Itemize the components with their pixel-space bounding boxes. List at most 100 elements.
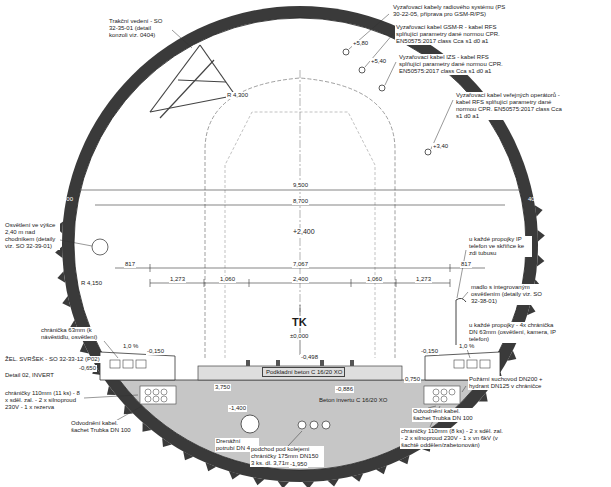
annotation: 817 [124,261,136,268]
annotation: +5,80 [352,40,369,47]
annotation: 7,067 [292,261,309,268]
annotation: chráničky 110mm (8 ks) - 2 x sděl. zal. … [400,428,507,449]
annotation: 8,700 [292,198,309,205]
drawing-part [431,100,453,149]
drawing-part [288,431,302,446]
drawing-part [424,386,460,404]
anchor-spike [538,230,545,242]
drawing-part [310,421,318,429]
annotation: -0,150 [420,348,439,355]
drawing-part [450,264,451,272]
drawing-part [153,389,159,395]
annotation: madlo s integrovaným osvětlením (detaily… [470,284,544,305]
annotation: R 4,300 [226,92,249,99]
annotation: -0,650 [78,365,97,372]
annotation: -0,498 [300,354,319,361]
annotation: Osvětlení ve výšce 2,40 m nad chodníkem … [4,222,60,250]
drawing-part [178,80,226,82]
drawing-part [454,360,464,368]
drain-pipe [241,415,259,433]
drawing-part [249,279,250,287]
drawing-part [150,264,151,272]
annotation: 9,500 [292,182,309,189]
annotation: TK [291,316,308,328]
annotation: chráničky 110mm (11 ks) - 8 x sděl. zal.… [4,390,84,411]
annotation: 817 [460,261,472,268]
cable-troughs [110,360,490,404]
drawing-part [136,360,146,368]
drawing-part [153,396,159,402]
drawing-part [462,292,468,299]
annotation: -0,150 [146,348,165,355]
annotation: R 4,150 [80,280,103,287]
drawing-part [450,279,451,287]
drawing-part [123,360,133,368]
drawing-part [300,305,301,355]
drawing-part [160,60,214,118]
dimension-lines [81,190,519,355]
drawing-part [140,386,176,404]
base-concrete [198,366,402,380]
annotation: 400 [527,196,539,203]
drawing-part [110,360,120,368]
drawing-part [433,396,439,402]
drawing-part [161,389,167,395]
annotation: podchod pod kolejemi chráničky 175mm DN1… [250,446,324,467]
left-walkway [100,352,175,380]
rails [246,360,354,366]
annotation: 1,0 % [122,343,139,350]
crossing-ducts [298,421,330,429]
annotation: Odvodnění kabel. šachet Trubka DN 100 [412,408,474,422]
drawing-part [104,341,118,358]
annotation: +2,400 [292,228,316,236]
drawing-part [379,85,385,91]
drawing-part [441,389,447,395]
drawing-part [385,62,396,85]
annotation: Vyzařovací kabel veřejných operátorů - k… [455,92,565,120]
annotation: Požární suchovod DN200 + hydrant DN125 v… [468,376,550,390]
annotation: 2,400 [292,276,309,283]
drawing-part [150,96,232,112]
annotation: Vyzařovací kabely radiového systému (PS … [392,4,509,18]
drawing-part [343,49,349,55]
annotation: 1,273 [169,276,186,283]
annotation: Trakční vedení - SO 32-35-01 (detail kon… [108,18,172,39]
annotation: +3,40 [432,143,449,150]
drawing-part [322,421,330,429]
tunnel-interior [74,18,526,470]
annotation: -0,886 [335,386,354,393]
drawing-part [200,45,235,95]
annotation: 1,060 [219,276,236,283]
anchor-spike [537,255,544,267]
annotation: Vyzařovací kabel IZS - kabel RFS splňují… [398,54,512,75]
annotation: Detail 02, INVERT [4,372,55,379]
invert-concrete [120,380,481,470]
node-text: Beton invertu C 16/20 XO [319,397,388,404]
anchor-spike [302,482,314,487]
annotation: ŽEL. SVRŠEK - SO 32-33-12 (P02) [4,356,101,363]
handrail [456,298,466,345]
annotation: 400 [62,196,74,203]
drawing-part [351,279,352,287]
drawing-part [457,250,466,298]
annotation: 1,0 % [458,343,475,350]
anchor-spike [278,481,290,487]
drawing-part [145,396,151,402]
drawing-part [81,190,519,191]
drawing-part [161,396,167,402]
duct-circles [145,389,455,402]
drawing-part [433,389,439,395]
drawing-part [449,389,455,395]
drawing-part [145,389,151,395]
annotation: 3,750 [214,384,231,391]
invert-region: Beton invertu C 16/20 XO [316,396,391,406]
drawing-part [396,279,397,287]
annotation: Vyzařovací kabel GSM-R - kabel RFS splňu… [395,24,509,45]
drawing-part [350,360,354,366]
concrete-band: Podkladní beton C 16/20 XO [262,367,345,377]
annotation: u každé propojky IP telefon ve skříňce k… [468,236,532,257]
annotation: ±0,000 [289,333,309,340]
annotation: 1,273 [415,276,432,283]
drawing-part [480,360,490,368]
